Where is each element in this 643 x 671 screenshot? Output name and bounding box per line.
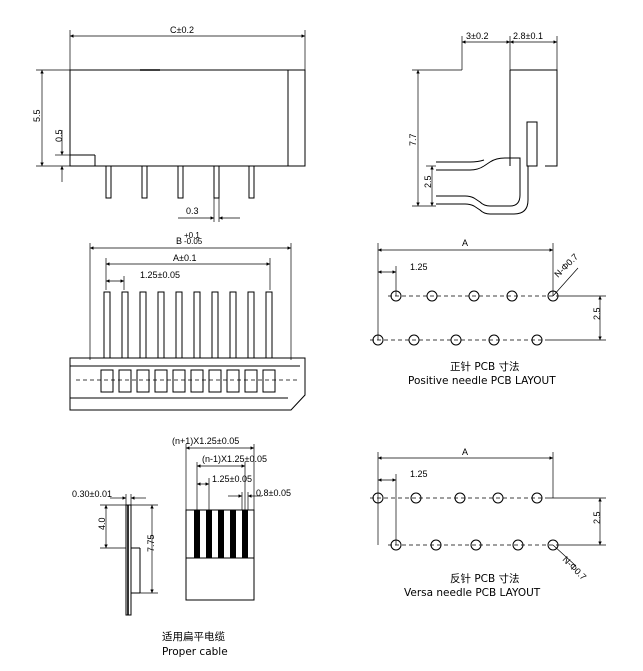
cable-conductors [194, 510, 248, 558]
pos-pitch: 1.25 [410, 262, 428, 272]
cable-len-a: 4.0 [97, 517, 107, 530]
pos-holes-row2 [372, 334, 543, 346]
cable-dim-conductor: 0.8±0.05 [256, 488, 291, 498]
top-outer-tol-plus: +0.1 [184, 231, 200, 240]
cable-len-b: 7.75 [146, 534, 156, 552]
cable-dim-inner: (n-1)X1.25±0.05 [202, 454, 267, 464]
top-pitch-label: 1.25±0.05 [140, 270, 180, 280]
versa-holes-row1 [372, 492, 543, 504]
top-view: B +0.1 -0.05 A±0.1 1.25±0.05 [69, 231, 306, 411]
cable-dim-pitch: 1.25±0.05 [212, 474, 252, 484]
cable-caption-cn: 适用扁平电缆 [162, 630, 225, 643]
side-lead-label: 2.5 [423, 175, 433, 188]
pos-hole-label: N-Φ0.7 [552, 252, 580, 280]
versa-pcb-layout: A 1.25 N-Φ0.7 2.5 反针 PCB 寸法 Versa needle… [370, 447, 606, 599]
side-dim-b: 2.8±0.1 [513, 31, 543, 41]
front-height-label: 5.5 [32, 109, 42, 122]
pos-holes-row1 [390, 290, 559, 302]
cable-caption-en: Proper cable [162, 646, 228, 658]
versa-caption-cn: 反针 PCB 寸法 [450, 572, 520, 585]
versa-dim-a: A [462, 447, 468, 457]
versa-holes-row2 [390, 539, 559, 551]
pos-dim-a: A [462, 238, 468, 248]
top-contacts [100, 369, 276, 393]
cable-section: 0.30±0.01 4.0 7.75 (n+1)X1.25±0.05 (n-1)… [72, 436, 291, 658]
top-outer-label: B [176, 236, 182, 246]
side-height-label: 7.7 [408, 133, 418, 146]
front-width-label: C±0.2 [170, 25, 194, 35]
versa-hole-label: N-Φ0.7 [561, 554, 589, 582]
cable-thickness: 0.30±0.01 [72, 489, 112, 499]
cable-dim-total: (n+1)X1.25±0.05 [172, 436, 239, 446]
front-offset-label: 0.5 [54, 129, 64, 142]
top-pins [103, 291, 273, 359]
side-dim-a: 3±0.2 [466, 31, 488, 41]
top-mid-label: A±0.1 [173, 253, 196, 263]
positive-pcb-layout: A 1.25 N-Φ0.7 2.5 正针 PCB 寸法 Positive nee… [370, 238, 606, 387]
pos-caption-en: Positive needle PCB LAYOUT [408, 375, 556, 387]
versa-row-spacing: 2.5 [592, 511, 602, 524]
versa-pitch: 1.25 [410, 469, 428, 479]
versa-caption-en: Versa needle PCB LAYOUT [404, 587, 541, 599]
front-pins [105, 165, 255, 199]
front-pitch-label: 0.3 [186, 206, 199, 216]
side-view: 3±0.2 2.8±0.1 7.7 2.5 [408, 31, 558, 215]
front-view: C±0.2 5.5 0.5 0.3 [32, 25, 306, 222]
pos-row-spacing: 2.5 [592, 307, 602, 320]
top-outer-tol-minus: -0.05 [184, 237, 203, 246]
pos-caption-cn: 正针 PCB 寸法 [450, 360, 520, 373]
